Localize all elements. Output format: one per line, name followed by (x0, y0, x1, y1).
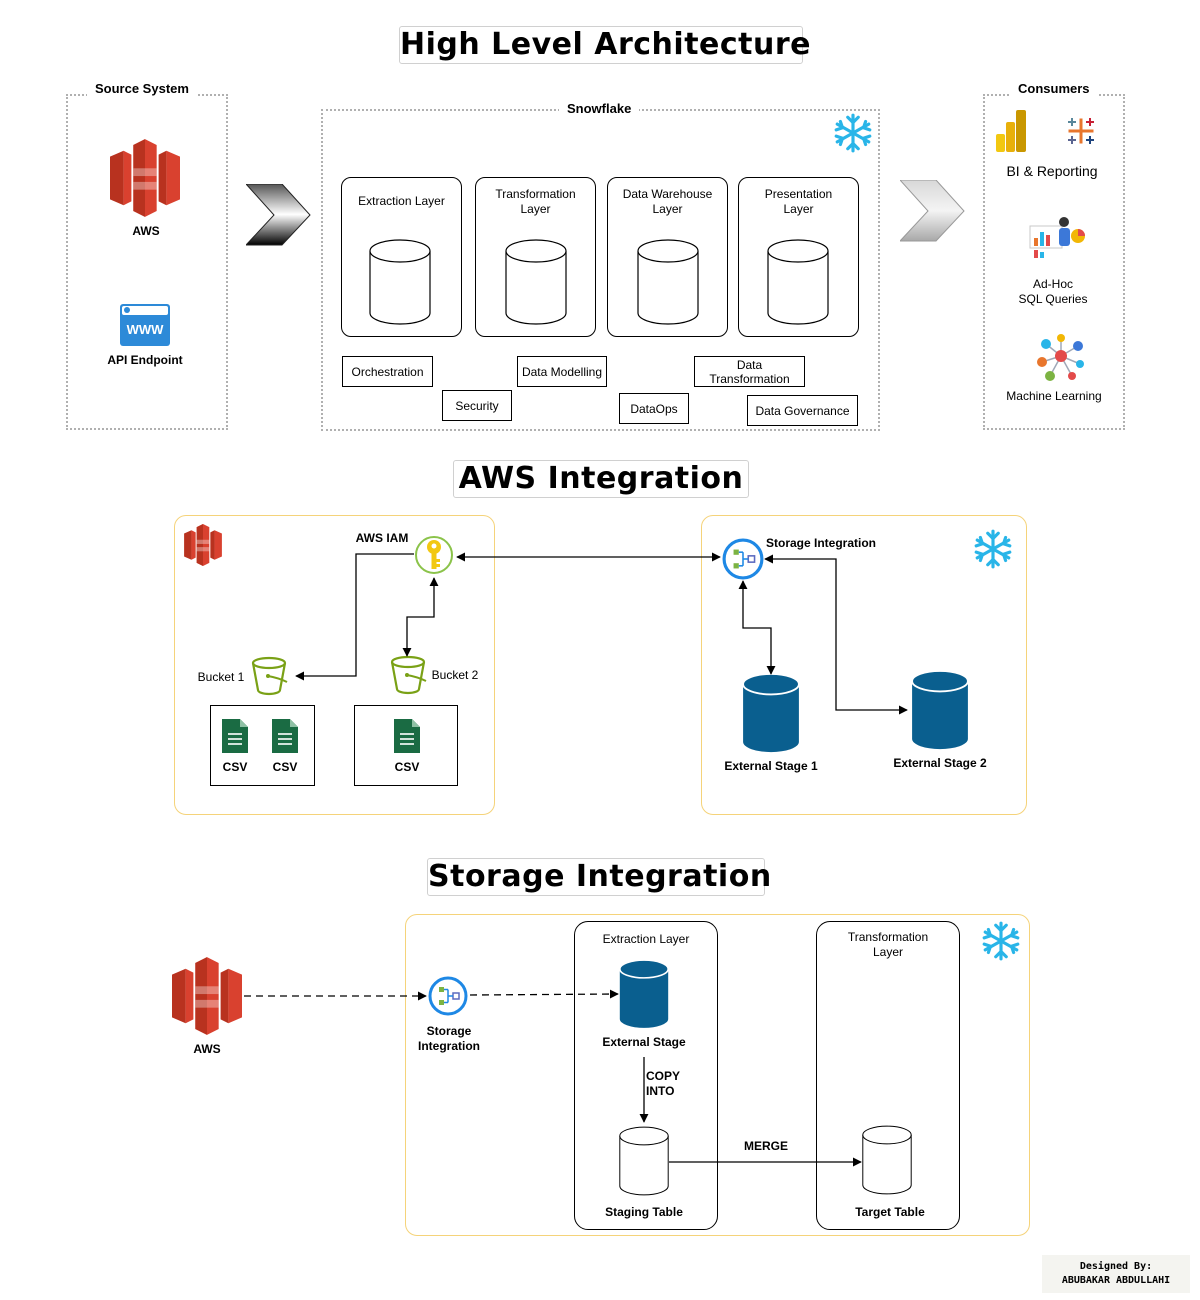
bucket-1-files: CSV CSV (210, 705, 315, 786)
layer-label: Extraction Layer (358, 194, 445, 208)
consumers-label: Consumers (1010, 81, 1098, 96)
external-stage-2-label: External Stage 2 (893, 756, 987, 770)
title-storage-integration: Storage Integration (427, 858, 772, 896)
bucket-1-label: Bucket 1 (197, 670, 245, 684)
storage-integration-label: Storage Integration (418, 1024, 480, 1053)
tag-dataops: DataOps (619, 393, 689, 424)
merge-label: MERGE (743, 1139, 788, 1153)
chevron-arrow-icon (246, 184, 311, 246)
api-endpoint-label: API Endpoint (107, 353, 183, 367)
copy-into-label: COPY INTO (646, 1069, 681, 1098)
staging-table-label: Staging Table (605, 1205, 683, 1219)
bucket-2-label: Bucket 2 (431, 668, 479, 682)
snowflake-label: Snowflake (559, 101, 640, 116)
adhoc-analytics-icon (1029, 217, 1085, 258)
tag-orchestration: Orchestration (342, 356, 433, 387)
title-high-level-architecture: High Level Architecture (399, 26, 812, 64)
target-table-label: Target Table (855, 1205, 925, 1219)
aws-iam-label: AWS IAM (355, 531, 409, 545)
iam-key-icon (415, 536, 453, 574)
storage-integration-label: Storage Integration (766, 536, 877, 550)
bi-reporting-label: BI & Reporting (1006, 163, 1098, 179)
tableau-icon (1068, 118, 1094, 144)
presentation-layer: Presentation Layer (738, 177, 859, 337)
source-system-label: Source System (87, 81, 197, 96)
designer-credit: Designed By: ABUBAKAR ABDULLAHI (1042, 1255, 1190, 1293)
chevron-arrow-icon (900, 180, 965, 242)
tag-security: Security (442, 390, 512, 421)
tag-data-transformation: Data Transformation (694, 356, 805, 387)
tag-data-governance: Data Governance (747, 395, 858, 426)
adhoc-sql-label: Ad-Hoc SQL Queries (1018, 277, 1088, 306)
machine-learning-icon (1037, 334, 1084, 381)
data-warehouse-layer: Data Warehouse Layer (607, 177, 728, 337)
snowflake-group (405, 914, 1030, 1236)
title-aws-integration: AWS Integration (453, 460, 749, 498)
snowflake-group (701, 515, 1027, 815)
powerbi-icon (996, 110, 1028, 152)
csv-label: CSV (394, 760, 420, 774)
external-stage-1-label: External Stage 1 (724, 759, 818, 773)
machine-learning-label: Machine Learning (1006, 389, 1102, 403)
layer-label: Transformation Layer (847, 930, 929, 959)
tag-data-modelling: Data Modelling (517, 356, 607, 387)
transformation-layer: Transformation Layer (475, 177, 596, 337)
aws-label: AWS (193, 1042, 221, 1056)
www-icon: WWW (120, 304, 170, 346)
layer-label: Presentation Layer (764, 187, 833, 216)
extraction-layer: Extraction Layer (341, 177, 462, 337)
external-stage-label: External Stage (602, 1035, 686, 1049)
layer-label: Data Warehouse Layer (622, 187, 713, 216)
bucket-2-files: CSV (354, 705, 458, 786)
csv-label: CSV (272, 760, 298, 774)
layer-label: Extraction Layer (602, 932, 690, 946)
layer-label: Transformation Layer (495, 187, 576, 216)
aws-group (174, 515, 495, 815)
csv-label: CSV (222, 760, 248, 774)
aws-label: AWS (132, 224, 160, 238)
